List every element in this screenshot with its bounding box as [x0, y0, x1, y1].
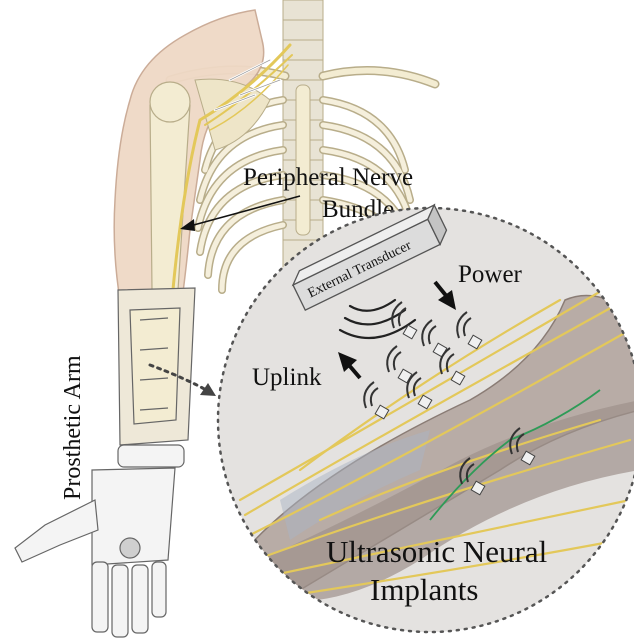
sternum [296, 85, 310, 235]
implants-label-line2: Implants [370, 572, 479, 607]
uplink-label: Uplink [252, 364, 322, 391]
power-label: Power [458, 261, 523, 288]
prosthetic-arm-label: Prosthetic Arm [60, 355, 86, 500]
prosthetic-fingers [92, 562, 166, 637]
prosthetic-wrist [118, 445, 184, 467]
prosthetic-arm [15, 288, 195, 637]
humerus-head [150, 82, 190, 122]
prosthetic-thumb [15, 500, 98, 562]
socket-panel [130, 308, 180, 424]
nerve-label-line1: Peripheral Nerve [243, 164, 413, 191]
arm-skin [114, 10, 264, 300]
implants-label-line1: Ultrasonic Neural [326, 534, 547, 569]
palm-dial [120, 538, 140, 558]
